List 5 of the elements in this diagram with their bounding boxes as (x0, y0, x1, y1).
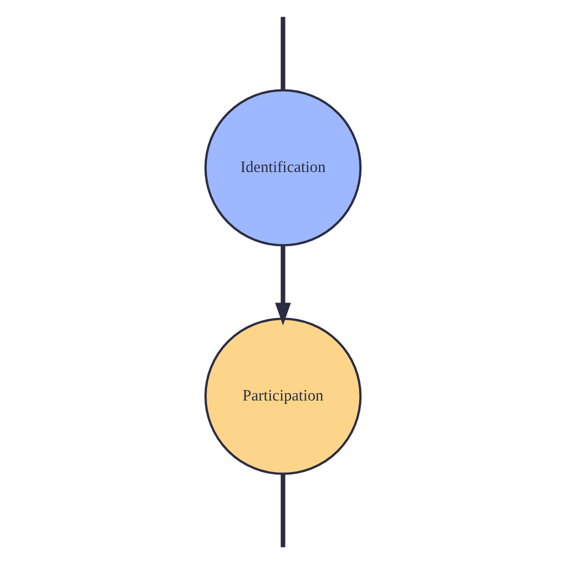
connector (280, 16, 285, 90)
arrow (274, 245, 290, 326)
connector (280, 474, 285, 548)
node-circle: Identification (204, 89, 362, 246)
node-circle: Participation (204, 318, 362, 475)
